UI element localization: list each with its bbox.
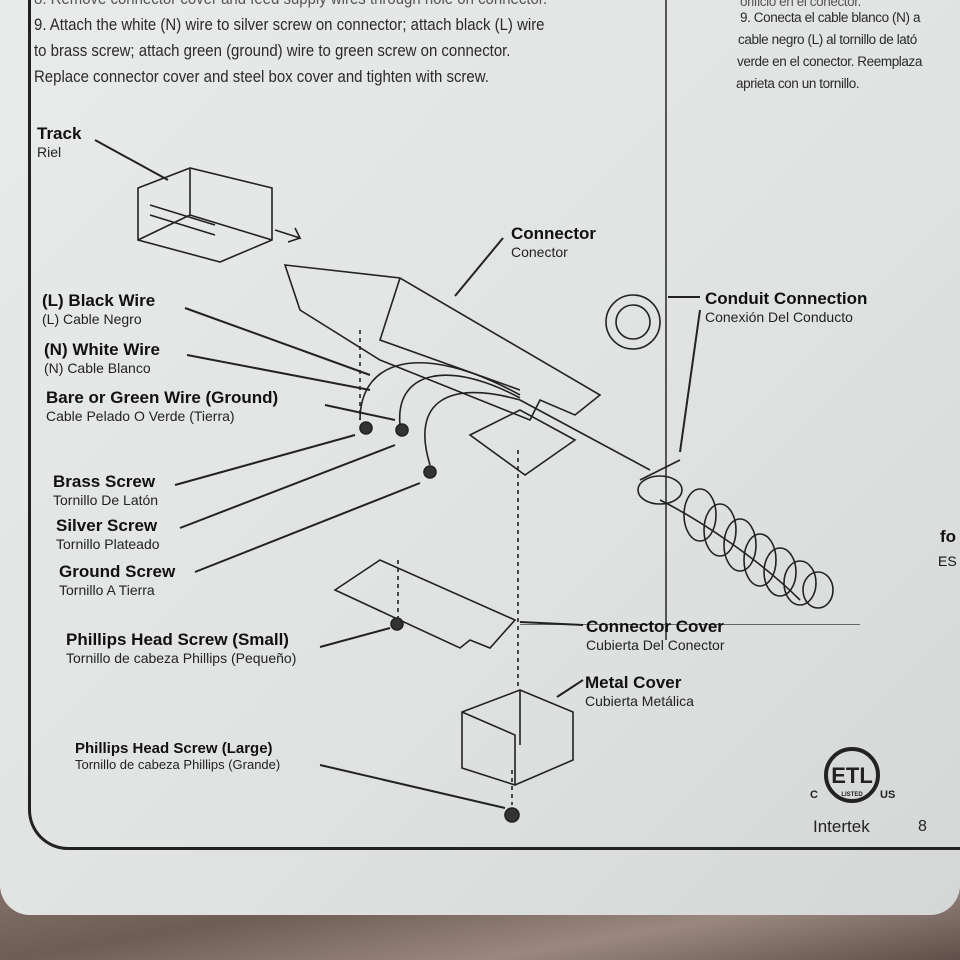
es-step8-text: orificio en el conector. [740,0,861,9]
etl-mark-icon: ETL LISTED [824,747,880,803]
etl-mark-text: ETL [831,763,873,788]
label-phillips-large: Phillips Head Screw (Large)Tornillo de c… [75,740,281,772]
insert-arrow [274,227,302,243]
leader-lines [94,139,701,809]
intertek-text: Intertek [813,817,870,836]
es-step9-line1: 9. Conecta el cable blanco (N) a [740,10,921,25]
step9-line1: 9. Attach the white (N) wire to silver s… [34,15,545,34]
manual-page [0,0,960,915]
track-drawing [137,167,273,263]
page-border [28,0,960,850]
connector-drawing [283,264,602,476]
es-step9-line3: verde en el conector. Reemplaza [737,54,922,69]
step8-text: 8. Remove connector cover and feed suppl… [34,0,547,10]
label-phillips-small: Phillips Head Screw (Small)Tornillo de c… [66,630,297,666]
page-number: 8 [918,818,927,835]
es-step9-line4: aprieta con un tornillo. [736,76,860,91]
label-black-wire: (L) Black Wire(L) Cable Negro [42,291,156,327]
step9-line3: Replace connector cover and steel box co… [34,67,489,86]
alignment-lines [359,330,519,805]
etl-listed-logo: ETL LISTED C US Intertek [810,745,895,840]
label-white-wire: (N) White Wire(N) Cable Blanco [44,340,161,376]
cert-us: US [880,789,896,801]
section-divider [520,624,860,625]
metal-cover-drawing [461,689,574,786]
step9-line2: to brass screw; attach green (ground) wi… [34,41,511,60]
es-step9-line2: cable negro (L) al tornillo de lató [738,32,917,47]
label-ground-wire: Bare or Green Wire (Ground)Cable Pelado … [46,388,279,424]
side-sub-partial: ES [938,553,957,569]
connector-cover-drawing [333,559,517,649]
wires-drawing [359,362,521,466]
screws [359,421,520,823]
column-divider [665,0,667,640]
cert-c: C [810,789,818,801]
etl-listed-text: LISTED [841,792,863,798]
side-heading-partial: fo [940,527,957,546]
conduit-drawing [519,294,834,609]
